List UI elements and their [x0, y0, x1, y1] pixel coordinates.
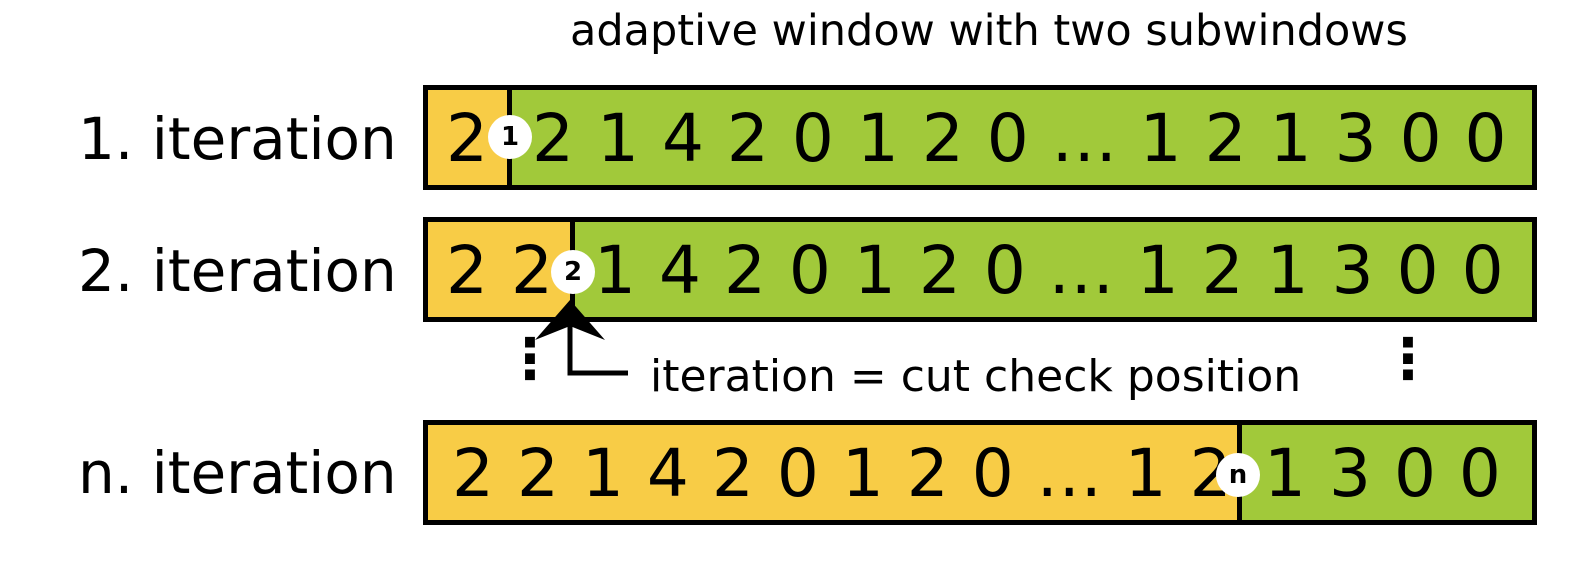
diagram-title: adaptive window with two subwindows [570, 6, 1408, 56]
right-sequence: 1 3 0 0 [1264, 435, 1502, 512]
left-sequence: 2 [446, 100, 489, 177]
window-bar-iteration-2: 2 2 1 4 2 0 1 2 0 ... 1 2 1 3 0 0 2 [423, 217, 1537, 322]
cut-marker: 2 [551, 250, 595, 294]
cut-position-annotation: iteration = cut check position [650, 351, 1302, 402]
right-subwindow [575, 222, 1532, 317]
window-bar-iteration-1: 2 2 1 4 2 0 1 2 0 ... 1 2 1 3 0 0 1 [423, 85, 1537, 190]
left-subwindow [428, 425, 1242, 520]
cut-marker: 1 [488, 115, 532, 159]
row-label-iteration-1: 1. iteration [78, 105, 397, 173]
cut-marker: n [1216, 453, 1260, 497]
row-label-iteration-n: n. iteration [78, 439, 397, 507]
right-sequence: 2 1 4 2 0 1 2 0 ... 1 2 1 3 0 0 [532, 100, 1508, 177]
right-sequence: 1 4 2 0 1 2 0 ... 1 2 1 3 0 0 [594, 232, 1505, 309]
right-subwindow [1242, 425, 1532, 520]
left-sequence: 2 2 1 4 2 0 1 2 0 ... 1 2 [452, 435, 1233, 512]
row-label-iteration-2: 2. iteration [78, 237, 397, 305]
left-subwindow [428, 222, 575, 317]
left-sequence: 2 2 [446, 232, 554, 309]
ellipsis-right: ⋮ [1380, 327, 1436, 392]
window-bar-iteration-n: 2 2 1 4 2 0 1 2 0 ... 1 2 1 3 0 0 n [423, 420, 1537, 525]
right-subwindow [512, 90, 1532, 185]
ellipsis-left: ⋮ [502, 327, 558, 392]
